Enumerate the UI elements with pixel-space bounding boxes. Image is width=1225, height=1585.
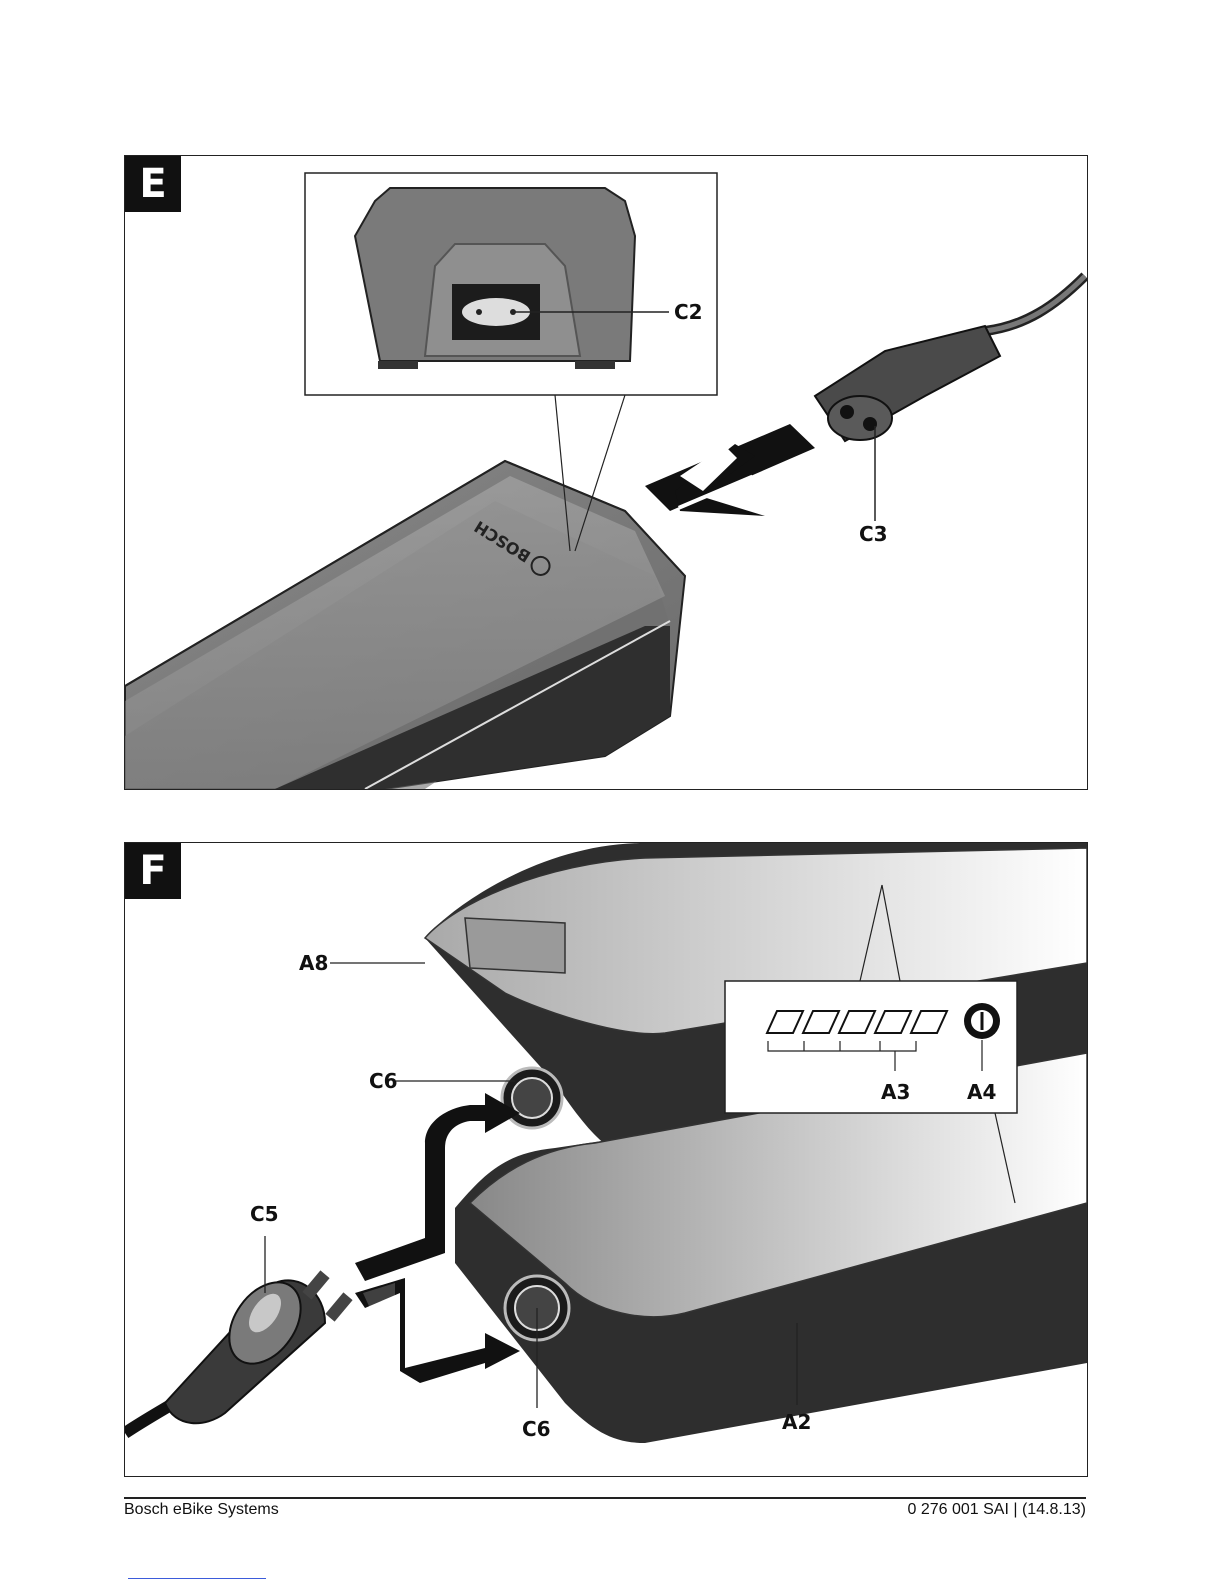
callout-a8: A8 bbox=[299, 951, 328, 975]
callout-c5: C5 bbox=[250, 1202, 279, 1226]
callout-c6-bottom: C6 bbox=[522, 1417, 551, 1441]
footer-rule bbox=[124, 1497, 1086, 1499]
insert-arrow bbox=[645, 424, 815, 516]
callout-a2: A2 bbox=[782, 1410, 811, 1434]
figure-e: BOSCH C2 bbox=[124, 155, 1088, 790]
callout-c2: C2 bbox=[674, 300, 703, 324]
callout-a3: A3 bbox=[881, 1080, 910, 1104]
bottom-link-underline[interactable] bbox=[128, 1578, 266, 1579]
figure-e-illustration: BOSCH C2 bbox=[125, 156, 1087, 789]
callout-a4: A4 bbox=[967, 1080, 996, 1104]
charge-level-leds bbox=[767, 1011, 947, 1033]
charger-body bbox=[125, 461, 685, 789]
callout-c3: C3 bbox=[859, 522, 888, 546]
charger-plug: C5 bbox=[125, 1202, 353, 1433]
figure-f: A8 C6 C6 A2 bbox=[124, 842, 1088, 1477]
figure-f-illustration: A8 C6 C6 A2 bbox=[125, 843, 1087, 1476]
footer-publisher: Bosch eBike Systems bbox=[124, 1501, 279, 1519]
mains-plug: C3 bbox=[815, 276, 1085, 546]
figure-e-tag: E bbox=[125, 156, 181, 212]
footer-doc-number: 0 276 001 SAI | (14.8.13) bbox=[908, 1501, 1087, 1519]
callout-c6-top: C6 bbox=[369, 1069, 398, 1093]
figure-f-tag: F bbox=[125, 843, 181, 899]
